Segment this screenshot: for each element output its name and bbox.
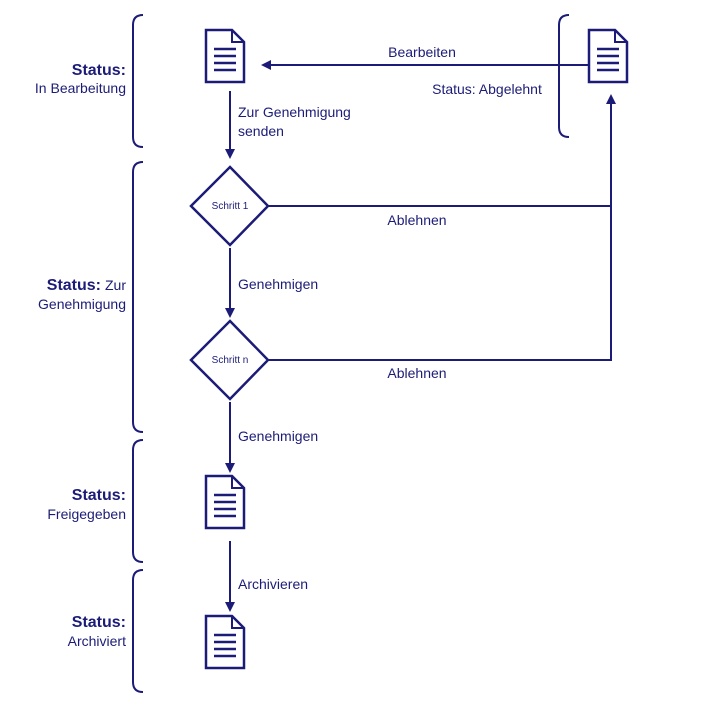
status-value-2: Zur (105, 277, 126, 293)
status-value-3: Freigegeben (47, 506, 126, 522)
step-1-label: Schritt 1 (212, 201, 249, 212)
edit-label: Bearbeiten (388, 44, 456, 60)
step-n-label: Schritt n (212, 355, 249, 366)
reject-label-2: Ablehnen (387, 365, 446, 381)
status-value-2b: Genehmigung (38, 296, 126, 312)
archive-label: Archivieren (238, 576, 308, 592)
document-icon-draft (204, 28, 246, 84)
status-key-1: Status: (72, 62, 126, 79)
bracket-zur-genehmigung (132, 161, 144, 433)
status-key-2: Status: (47, 277, 101, 294)
approve-label-2: Genehmigen (238, 428, 318, 444)
bracket-archiviert (132, 569, 144, 693)
submit-label-line2: senden (238, 123, 284, 139)
decision-step-1 (189, 165, 270, 247)
reject-label-1: Ablehnen (387, 212, 446, 228)
status-value-1: In Bearbeitung (35, 80, 126, 96)
status-key-3: Status: (72, 487, 126, 504)
status-key-4: Status: (72, 614, 126, 631)
document-icon-archived (204, 614, 246, 670)
bracket-freigegeben (132, 439, 144, 563)
approve-label-1: Genehmigen (238, 276, 318, 292)
bracket-in-bearbeitung (132, 14, 144, 148)
rejected-status-label: Status: Abgelehnt (432, 81, 542, 97)
status-2: Status:Zur (47, 277, 127, 294)
decision-step-n (189, 319, 270, 401)
status-value-4: Archiviert (68, 633, 126, 649)
submit-label-line1: Zur Genehmigung (238, 104, 351, 120)
document-icon-rejected (587, 28, 629, 84)
document-icon-released (204, 474, 246, 530)
bracket-abgelehnt (558, 14, 570, 138)
